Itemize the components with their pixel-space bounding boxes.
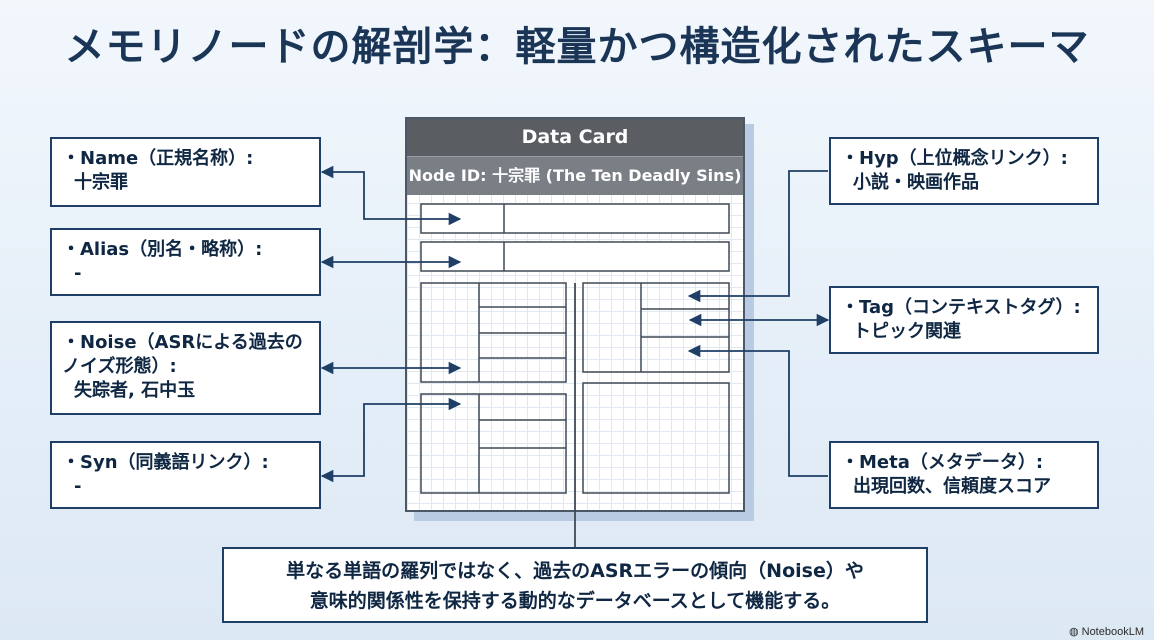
connectors bbox=[320, 165, 830, 547]
cell-row-2 bbox=[420, 241, 730, 272]
card-header: Data Card bbox=[407, 119, 743, 156]
alias-field-box: ・Alias（別名・略称）: - bbox=[50, 228, 321, 296]
alias-label: ・Alias（別名・略称）: bbox=[62, 239, 263, 260]
arrow-name bbox=[320, 165, 462, 226]
cell-row-1 bbox=[420, 203, 730, 234]
cell-right-upper bbox=[582, 282, 730, 373]
card-node-id: Node ID: 十宗罪 (The Ten Deadly Sins) bbox=[407, 156, 743, 195]
tag-value: トピック関連 bbox=[853, 321, 961, 342]
syn-value: - bbox=[74, 476, 82, 497]
arrow-meta bbox=[687, 344, 828, 477]
summary-line-1: 単なる単語の羅列ではなく、過去のASRエラーの傾向（Noise）や bbox=[286, 560, 864, 582]
name-value: 十宗罪 bbox=[74, 172, 128, 193]
notebooklm-logo: ◍ NotebookLM bbox=[1069, 625, 1144, 638]
alias-value: - bbox=[74, 263, 82, 284]
arrow-syn bbox=[320, 397, 462, 483]
card-cells bbox=[420, 203, 730, 494]
syn-label: ・Syn（同義語リンク）: bbox=[62, 452, 269, 473]
noise-field-box: ・Noise（ASRによる過去の ノイズ形態）: 失踪者, 石中玉 bbox=[50, 321, 321, 415]
name-label: ・Name（正規名称）: bbox=[62, 148, 254, 169]
summary-line-2: 意味的関係性を保持する動的なデータベースとして機能する。 bbox=[309, 590, 841, 612]
summary-note-box: 単なる単語の羅列ではなく、過去のASRエラーの傾向（Noise）や 意味的関係性… bbox=[222, 547, 928, 623]
tag-label: ・Tag（コンテキストタグ）: bbox=[841, 297, 1081, 318]
tag-field-box: ・Tag（コンテキストタグ）: トピック関連 bbox=[829, 286, 1099, 354]
hyp-value: 小説・映画作品 bbox=[853, 172, 979, 193]
page-title: メモリノードの解剖学：軽量かつ構造化されたスキーマ bbox=[64, 24, 1090, 70]
meta-label: ・Meta（メタデータ）: bbox=[841, 452, 1044, 473]
notebooklm-label: NotebookLM bbox=[1081, 626, 1144, 638]
notebooklm-icon: ◍ bbox=[1068, 626, 1082, 638]
hyp-label: ・Hyp（上位概念リンク）: bbox=[841, 148, 1068, 169]
noise-label: ・Noise（ASRによる過去の ノイズ形態）: bbox=[62, 332, 303, 377]
name-field-box: ・Name（正規名称）: 十宗罪 bbox=[50, 137, 321, 207]
meta-value: 出現回数、信頼度スコア bbox=[853, 476, 1051, 497]
syn-field-box: ・Syn（同義語リンク）: - bbox=[50, 441, 321, 509]
cell-right-lower bbox=[582, 382, 730, 494]
hyp-field-box: ・Hyp（上位概念リンク）: 小説・映画作品 bbox=[829, 137, 1099, 205]
meta-field-box: ・Meta（メタデータ）: 出現回数、信頼度スコア bbox=[829, 441, 1099, 509]
arrow-hyp bbox=[687, 170, 828, 303]
cell-left-lower bbox=[420, 393, 567, 494]
noise-value: 失踪者, 石中玉 bbox=[74, 380, 196, 401]
